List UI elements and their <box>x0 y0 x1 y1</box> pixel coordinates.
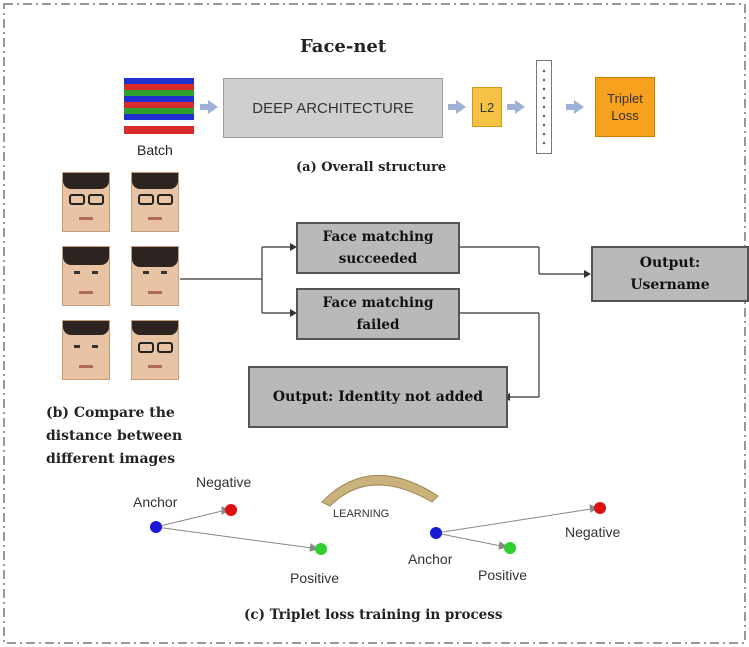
face-image-4 <box>131 246 179 306</box>
triplet-loss-line1: Triplet <box>607 91 643 106</box>
anchor-point-before <box>150 521 162 533</box>
negative-point-after <box>594 502 606 514</box>
positive-label-before: Positive <box>290 570 340 586</box>
output-identity-not-added-box: Output: Identity not added <box>248 366 508 428</box>
arrow-vector-to-triplet-icon <box>574 100 584 114</box>
arrow-batch-to-deep-icon <box>208 100 218 114</box>
deep-architecture-box: DEEP ARCHITECTURE <box>223 78 443 138</box>
arrow-deep-to-l2-icon <box>456 100 466 114</box>
negative-point-before <box>225 504 237 516</box>
failed-line2: failed <box>356 317 400 333</box>
arrow-deep-to-l2 <box>448 104 456 110</box>
failed-line1: Face matching <box>322 295 434 311</box>
face-image-6 <box>131 320 179 380</box>
triplet-loss-line2: Loss <box>611 108 639 123</box>
output-username-box: Output: Username <box>591 246 749 302</box>
anchor-label-before: Anchor <box>133 494 178 510</box>
face-matching-succeeded-box: Face matching succeeded <box>296 222 460 274</box>
positive-point-after <box>504 542 516 554</box>
caption-compare-distance: (b) Compare the distance between differe… <box>46 402 182 471</box>
positive-label-after: Positive <box>478 567 528 583</box>
face-image-2 <box>131 172 179 232</box>
learning-arc-icon <box>321 475 439 507</box>
caption-triplet-training: (c) Triplet loss training in process <box>244 607 503 623</box>
batch-image <box>124 78 194 134</box>
output-username-line2: Username <box>630 277 710 293</box>
negative-label-after: Negative <box>565 524 621 540</box>
face-image-1 <box>62 172 110 232</box>
arrow-l2-to-vector <box>507 104 515 110</box>
embedding-dots <box>542 69 546 145</box>
caption-compare-line2: distance between <box>46 428 183 444</box>
l2-box: L2 <box>472 87 502 127</box>
caption-compare-line3: different images <box>46 451 176 467</box>
learning-label: LEARNING <box>333 508 390 520</box>
face-image-5 <box>62 320 110 380</box>
arrow-vector-to-triplet <box>566 104 574 110</box>
anchor-point-after <box>430 527 442 539</box>
output-username-line1: Output: <box>639 255 701 271</box>
positive-point-before <box>315 543 327 555</box>
negative-label-before: Negative <box>196 474 252 490</box>
succeeded-line2: succeeded <box>338 251 418 267</box>
face-matching-failed-box: Face matching failed <box>296 288 460 340</box>
anchor-label-after: Anchor <box>408 551 453 567</box>
caption-compare-line1: (b) Compare the <box>46 405 175 421</box>
diagram-title: Face-net <box>300 36 387 57</box>
batch-label: Batch <box>137 142 173 158</box>
arrow-l2-to-vector-icon <box>515 100 525 114</box>
arrow-batch-to-deep <box>200 104 208 110</box>
caption-overall-structure: (a) Overall structure <box>296 160 447 175</box>
triplet-loss-box: Triplet Loss <box>595 77 655 137</box>
embedding-vector-box <box>536 60 552 154</box>
face-image-3 <box>62 246 110 306</box>
succeeded-line1: Face matching <box>322 229 434 245</box>
